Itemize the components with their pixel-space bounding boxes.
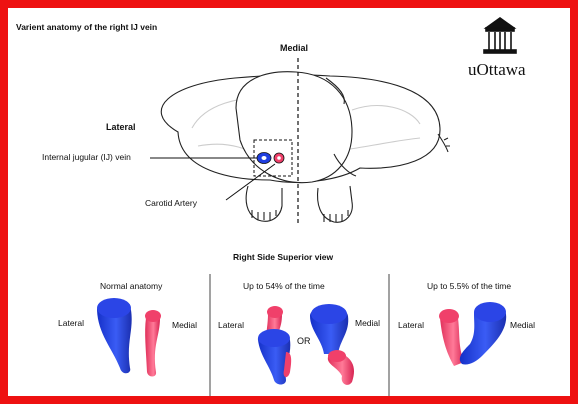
university-building-icon bbox=[484, 18, 516, 53]
medial-label: Medial bbox=[280, 43, 308, 53]
figure-title: Varient anatomy of the right IJ vein bbox=[16, 22, 157, 32]
lateral-label: Lateral bbox=[106, 122, 136, 132]
variant-54-b bbox=[310, 304, 354, 385]
panel-1-title: Normal anatomy bbox=[100, 281, 162, 291]
panel-1-medial: Medial bbox=[172, 320, 197, 330]
panel-1-lateral: Lateral bbox=[58, 318, 84, 328]
panel-2-title: Up to 54% of the time bbox=[243, 281, 325, 291]
head-superior-view bbox=[161, 72, 450, 223]
normal-anatomy-vessels bbox=[97, 298, 161, 377]
view-subtitle: Right Side Superior view bbox=[233, 252, 333, 262]
panel-2-or: OR bbox=[297, 336, 311, 346]
panel-2-lateral: Lateral bbox=[218, 320, 244, 330]
panel-3-title: Up to 5.5% of the time bbox=[427, 281, 511, 291]
ij-vein-label: Internal jugular (IJ) vein bbox=[42, 152, 131, 162]
logo-wordmark: uOttawa bbox=[468, 60, 526, 80]
carotid-artery-label: Carotid Artery bbox=[145, 198, 197, 208]
variant-54-a bbox=[258, 306, 291, 385]
panel-3-medial: Medial bbox=[510, 320, 535, 330]
variant-5-5-vessels bbox=[439, 302, 506, 366]
panel-2-medial: Medial bbox=[355, 318, 380, 328]
panel-3-lateral: Lateral bbox=[398, 320, 424, 330]
